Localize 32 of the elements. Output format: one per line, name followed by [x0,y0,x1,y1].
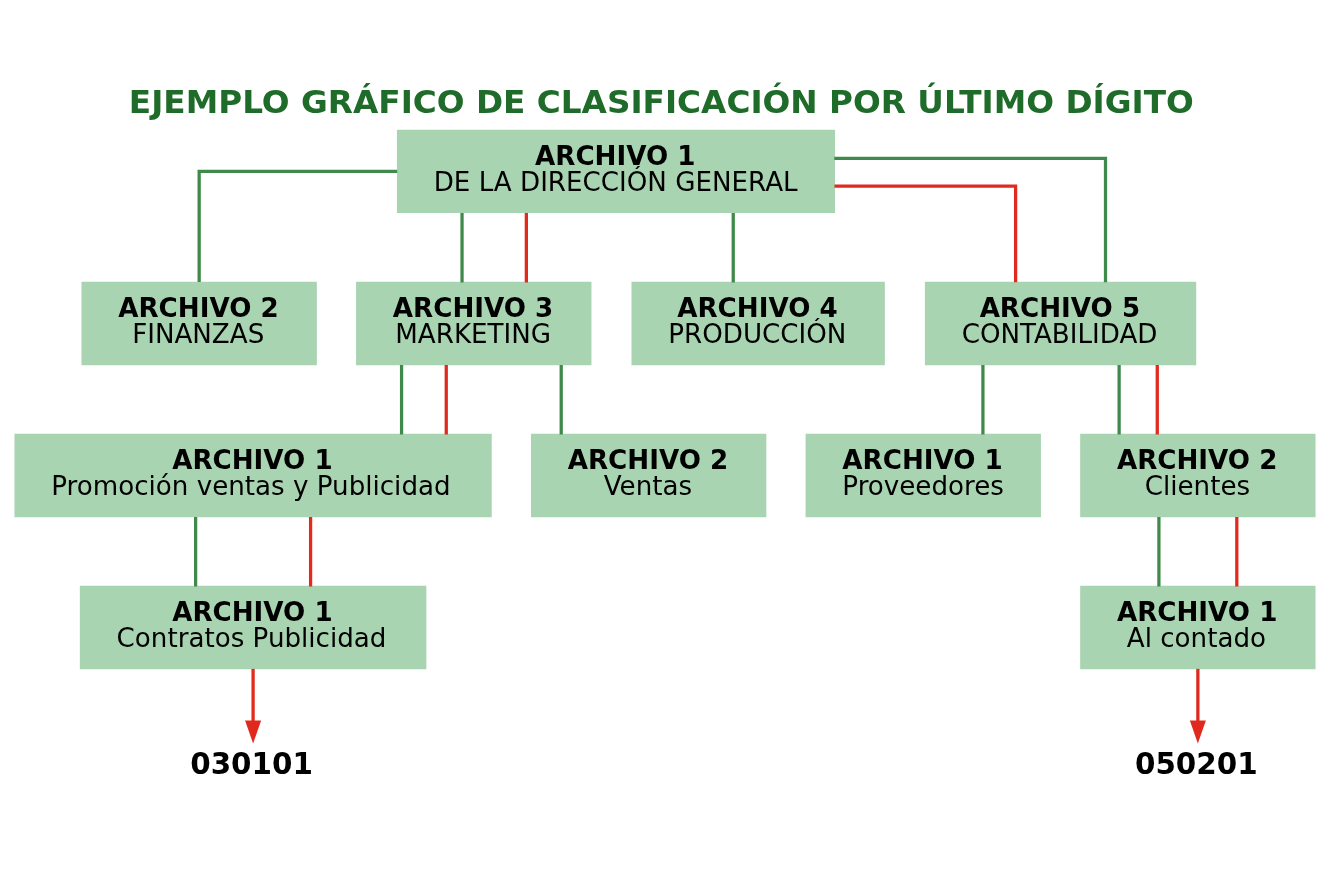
connector [1235,517,1239,587]
connector [1157,517,1161,587]
connector [981,365,985,435]
node-box: ARCHIVO 3 MARKETING [356,281,592,366]
node-box: ARCHIVO 1 Contratos Publicidad [79,585,427,670]
node-box: ARCHIVO 2 Ventas [530,433,767,518]
node-box: ARCHIVO 1 Proveedores [805,433,1041,518]
node-text: 050201 [1134,746,1258,781]
connector [834,184,1018,283]
connector [444,365,448,435]
connector [559,365,563,435]
connector [460,212,464,283]
arrow [1189,668,1206,744]
arrow [245,668,262,744]
diagram-title: EJEMPLO GRÁFICO DE CLASIFICACIÓN POR ÚLTIMO DÍGITO [128,82,1194,121]
connector [1155,365,1159,435]
node-box: ARCHIVO 1 Al contado [1080,585,1316,670]
connector [1117,365,1121,435]
connector [731,212,735,283]
connector [399,365,404,435]
connector [197,169,398,282]
connector [193,517,198,587]
node-box: ARCHIVO 2 FINANZAS [81,281,317,366]
connector [308,517,313,587]
node-box: ARCHIVO 1 DE LA DIRECCIÓN GENERAL [396,129,835,214]
node-box: ARCHIVO 1 Promoción ventas y Publicidad [14,433,492,518]
node-box: ARCHIVO 4 PRODUCCIÓN [631,281,885,366]
node-box: ARCHIVO 2 Clientes [1080,433,1316,518]
connector [524,212,528,283]
connector [834,156,1108,283]
node-text: 030101 [190,746,313,781]
node-box: ARCHIVO 5 CONTABILIDAD [924,281,1197,366]
